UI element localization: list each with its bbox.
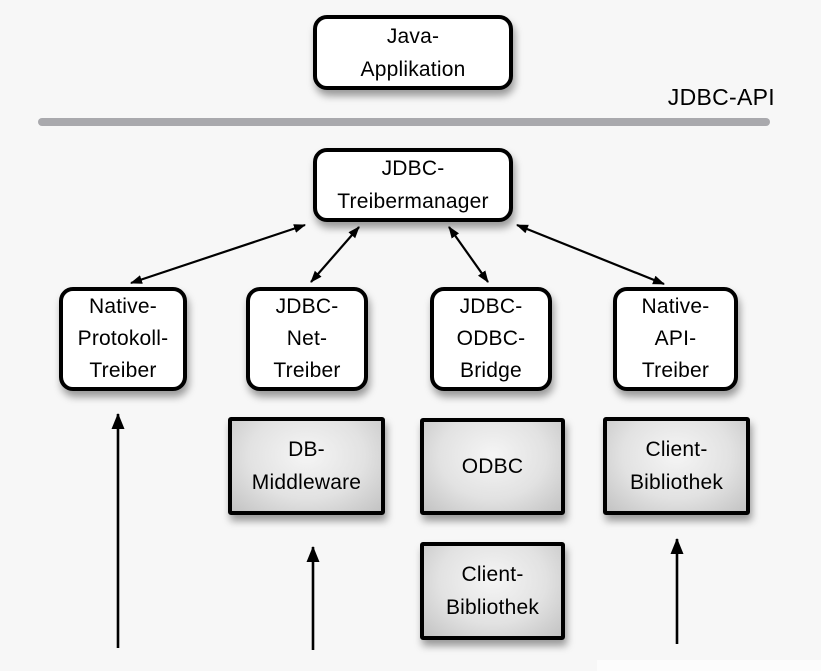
node-label: JDBC- Net- Treiber <box>273 295 341 382</box>
cutoff-box-bottom-right <box>597 660 821 671</box>
node-label: Client- Bibliothek <box>445 563 540 619</box>
node-odbc: ODBC <box>420 418 565 515</box>
node-label: JDBC- ODBC- Bridge <box>456 295 526 382</box>
node-client-bibliothek-odbc: Client- Bibliothek <box>420 542 565 640</box>
node-native-protokoll-treiber: Native- Protokoll- Treiber <box>59 287 187 391</box>
node-java-applikation: Java- Applikation <box>313 15 513 90</box>
node-label: Native- Protokoll- Treiber <box>77 295 169 382</box>
arrow-treibermanager-jdbc-odbc <box>448 226 489 283</box>
node-jdbc-net-treiber: JDBC- Net- Treiber <box>246 287 368 391</box>
node-jdbc-odbc-bridge: JDBC- ODBC- Bridge <box>430 287 552 391</box>
node-label: Client- Bibliothek <box>629 438 724 494</box>
node-client-bibliothek-native-api: Client- Bibliothek <box>603 417 750 515</box>
node-label: Java- Applikation <box>360 24 466 81</box>
arrow-treibermanager-native-api <box>516 223 665 286</box>
node-label: JDBC- Treibermanager <box>337 157 489 213</box>
jdbc-api-label: JDBC-API <box>667 84 775 110</box>
node-jdbc-treibermanager: JDBC- Treibermanager <box>313 148 513 222</box>
jdbc-api-divider-line <box>38 118 770 126</box>
arrow-treibermanager-jdbc-net <box>310 226 360 283</box>
node-label: DB- Middleware <box>251 438 362 494</box>
arrow-treibermanager-native-protokoll <box>130 223 306 285</box>
node-db-middleware: DB- Middleware <box>228 417 385 515</box>
node-label: ODBC <box>461 455 524 478</box>
node-label: Native- API- Treiber <box>641 295 710 382</box>
node-native-api-treiber: Native- API- Treiber <box>613 287 738 391</box>
